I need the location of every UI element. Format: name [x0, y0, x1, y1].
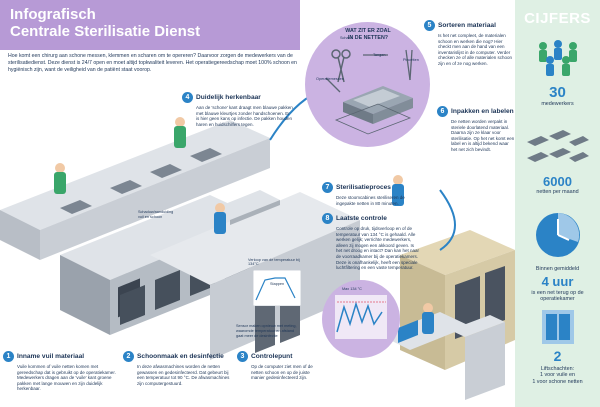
temperature-chart-icon [335, 295, 387, 339]
step-body: In deze afwasmachines worden de netten g… [137, 364, 230, 386]
step-body: Deze stoomcabines steriliseren de ingepa… [336, 195, 405, 206]
step-number: 1 [3, 351, 14, 362]
step-title: Sorteren materiaal [438, 21, 496, 29]
step-number: 6 [437, 106, 448, 117]
step-number: 3 [237, 351, 248, 362]
clock-icon [536, 213, 580, 257]
step-title: Laatste controle [336, 214, 387, 222]
stat-employees-number: 30 [549, 84, 566, 101]
step-title: Inname vuil materiaal [17, 352, 85, 360]
step-body: Controle op druk, tijdsverloop en of de … [336, 226, 420, 271]
label-operatiemessen: Operatiemessen [316, 77, 344, 81]
title-box: Infografisch Centrale Sterilisatie Diens… [0, 0, 300, 50]
stat-lifts-number: 2 [553, 348, 562, 364]
step-title: Inpakken en labelen [451, 107, 514, 115]
zoom-title: WAT ZIT ER ZOAL IN DE NETTEN? [345, 28, 391, 41]
step-number: 2 [123, 351, 134, 362]
label-pincetten: Pincetten [403, 58, 419, 62]
step-title: Schoonmaak en desinfectie [137, 352, 224, 360]
label-schaar: Schaar [340, 36, 353, 40]
zoom-circle [305, 22, 430, 147]
step-number: 7 [322, 182, 333, 193]
label-tangen: Tangen [373, 53, 386, 57]
annotation-sensor: Sensor maken opnieuw met meting, waaromd… [236, 324, 297, 338]
stat-nets-label: netten per maand [536, 189, 579, 195]
mini-temp-chart [253, 270, 301, 306]
title-line-2: Centrale Sterilisatie Dienst [10, 23, 201, 40]
step-body: Aan de 'schone' kant draagt men blauwe p… [196, 105, 293, 127]
step-title: Duidelijk herkenbaar [196, 93, 261, 101]
elevator-icon [542, 310, 574, 344]
step-number: 8 [322, 213, 333, 224]
instruments-illustration [325, 49, 413, 135]
stat-time-prefix: Binnen gemiddeld [535, 266, 580, 272]
stat-lifts-label: Liftschachten: 1 voor vuile en 1 voor sc… [532, 366, 583, 385]
intro-text: Hoe komt een chirurg aan schone messen, … [8, 53, 297, 73]
stat-nets-number: 6000 [543, 174, 572, 189]
stat-employees-label: medewerkers [541, 101, 574, 107]
annotation-stappen: Stappen [270, 282, 285, 286]
annotation-kernteil: Verloop van de temperatuur bij 134°C [248, 258, 300, 266]
annotation-schaduw: Schaduw/aanduiding vuil en schoon [138, 210, 174, 219]
title-line-1: Infografisch [10, 6, 96, 23]
trays-icon [527, 130, 589, 162]
stat-time-number: 4 uur [541, 274, 574, 289]
step-body: De netten worden verpakt in steriele doo… [451, 119, 515, 152]
step-body: Vuile kommen of vuile netten komen met g… [17, 364, 116, 392]
step-body: Is het net compleet, de materialen schoo… [438, 33, 513, 66]
step-body: Op de computer ziet men of de netten sch… [251, 364, 313, 381]
stats-column: CIJFERS 30 medewerkers 6000 netten per m… [515, 0, 600, 407]
stats-header: CIJFERS [524, 10, 591, 27]
step-title: Controlepunt [251, 352, 293, 360]
step-number: 5 [424, 20, 435, 31]
chart-max-label: Max 134 °C [342, 287, 362, 291]
step-title: Sterilisatieproces [336, 183, 391, 191]
people-icon [539, 40, 577, 76]
step-number: 4 [182, 92, 193, 103]
page-title: Infografisch Centrale Sterilisatie Diens… [10, 6, 290, 40]
stat-time-label: is een net terug op de operatiekamer [531, 290, 584, 303]
